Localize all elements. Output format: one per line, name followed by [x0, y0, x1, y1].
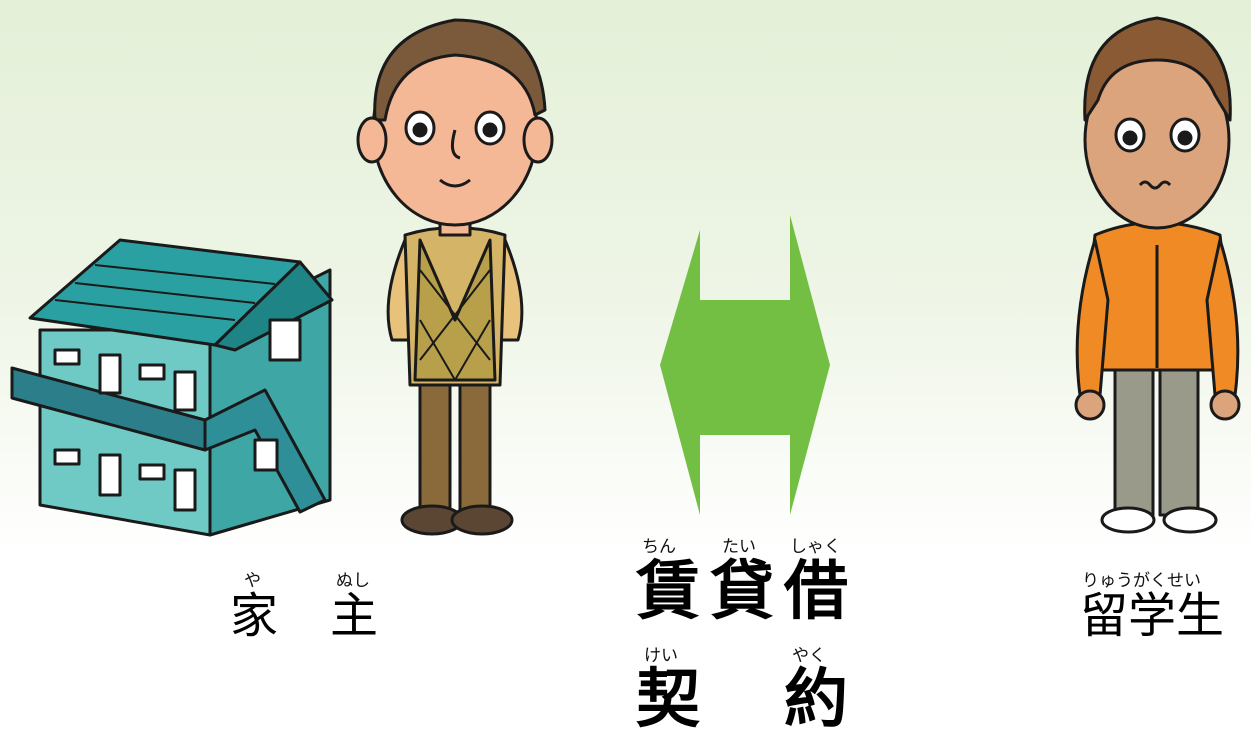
ruby-ya: や [244, 571, 261, 591]
ruby-yaku: やく [792, 646, 826, 666]
kanji-shaku: 借 [784, 555, 848, 629]
ruby-kei: けい [644, 646, 678, 666]
kanji-yaku: 約 [784, 663, 848, 737]
ruby-shaku: しゃく [790, 537, 841, 557]
student-figure [1074, 16, 1241, 534]
ruby-nushi: ぬし [336, 571, 370, 591]
kanji-kei: 契 [636, 663, 700, 737]
ruby-chin: ちん [642, 537, 676, 557]
house-icon [10, 238, 334, 537]
kanji-tai: 貸 [710, 555, 774, 629]
landlord-figure [356, 18, 554, 536]
kanji-ryugakusei: 留学生 [1080, 588, 1225, 644]
kanji-nushi: 主 [330, 588, 379, 644]
kanji-chin: 賃 [636, 555, 700, 629]
ruby-ryugakusei: りゅうがくせい [1082, 571, 1201, 591]
double-arrow-icon [660, 215, 830, 515]
kanji-ie: 家 [230, 588, 279, 644]
ruby-tai: たい [722, 537, 756, 557]
